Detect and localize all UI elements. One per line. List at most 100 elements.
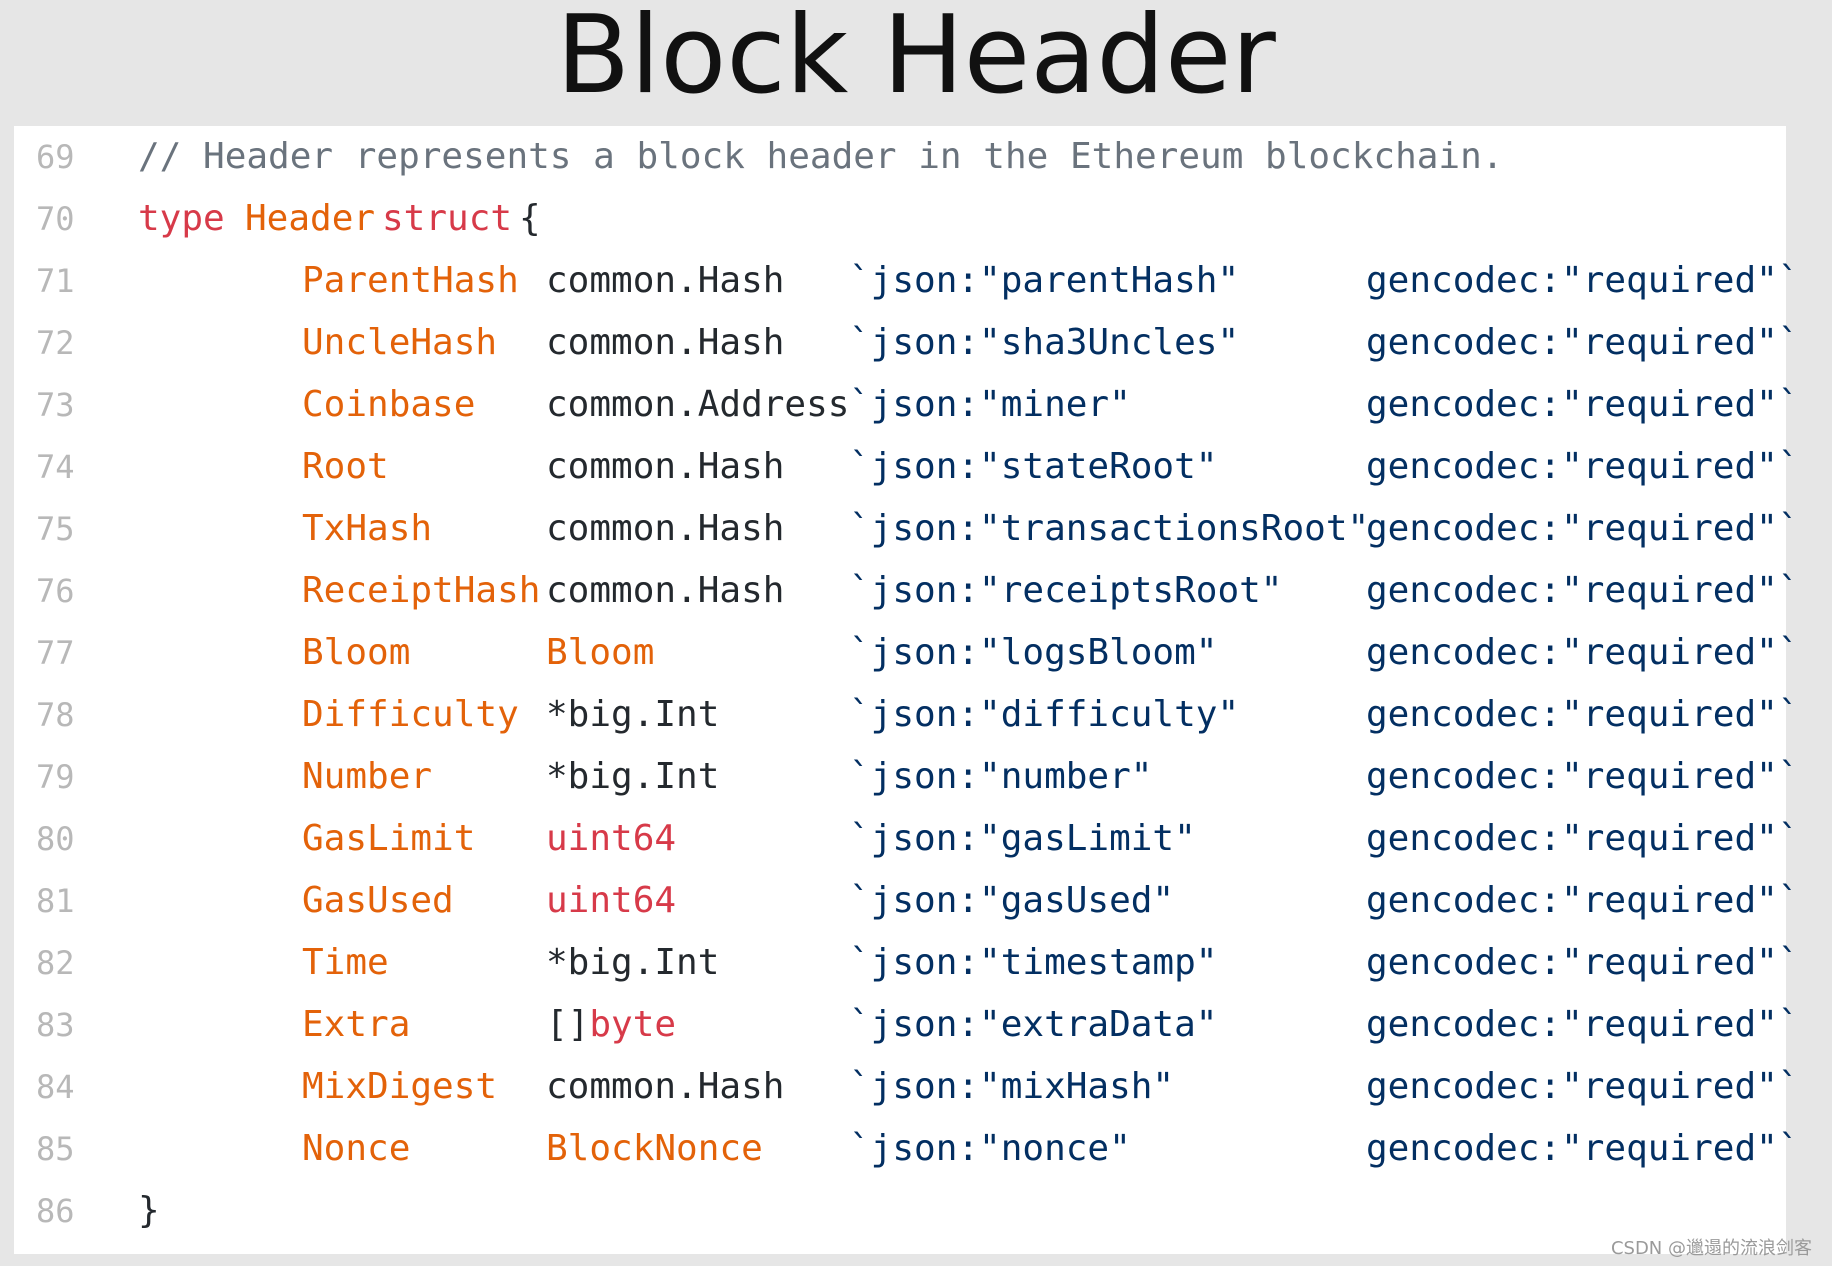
line-number: 73: [36, 386, 75, 424]
json-tag: `json:"sha3Uncles": [849, 322, 1240, 363]
line-number: 75: [36, 510, 75, 548]
field-name: TxHash: [302, 508, 433, 549]
json-tag: `json:"gasUsed": [849, 880, 1175, 921]
code-panel: 69 // Header represents a block header i…: [14, 126, 1799, 1254]
line-number: 77: [36, 634, 75, 672]
code-line-comment: 69 // Header represents a block header i…: [14, 126, 1786, 188]
field-name: MixDigest: [302, 1066, 498, 1107]
line-number: 81: [36, 882, 75, 920]
field-type: []byte: [546, 994, 676, 1056]
gencodec-tag: gencodec:"required"`: [1366, 880, 1800, 921]
type-name: common.Hash: [546, 508, 785, 549]
code-line-type: 70 type Header struct {: [14, 188, 1786, 250]
gencodec-tag: gencodec:"required"`: [1366, 1128, 1800, 1169]
json-tag: `json:"mixHash": [849, 1066, 1175, 1107]
line-number: 76: [36, 572, 75, 610]
gencodec-tag: gencodec:"required"`: [1366, 446, 1800, 487]
field-type: common.Address: [546, 374, 849, 436]
type-name: common.Hash: [546, 260, 785, 301]
line-number: 86: [36, 1192, 75, 1230]
type-name: common.Hash: [546, 322, 785, 363]
field-type: *big.Int: [546, 746, 719, 808]
field-type: *big.Int: [546, 932, 719, 994]
json-tag: `json:"number": [849, 756, 1153, 797]
json-tag: `json:"miner": [849, 384, 1131, 425]
field-type: uint64: [546, 870, 676, 932]
watermark: CSDN @邋遢的流浪剑客: [1610, 1238, 1812, 1259]
json-tag: `json:"gasLimit": [849, 818, 1196, 859]
field-name: Nonce: [302, 1128, 411, 1169]
json-tag: `json:"logsBloom": [849, 632, 1218, 673]
field-type: uint64: [546, 808, 676, 870]
field-type: BlockNonce: [546, 1118, 763, 1180]
field-name: Coinbase: [302, 384, 476, 425]
field-type: common.Hash: [546, 250, 784, 312]
code-line-close: 86 }: [14, 1180, 1786, 1242]
slide-title: Block Header: [556, 0, 1276, 118]
keyword-type: type: [138, 198, 225, 239]
type-name: common.Hash: [546, 446, 785, 487]
field-line: 74 Root common.Hash `json:"stateRoot" gencod…: [14, 436, 1799, 498]
field-name: Root: [302, 446, 389, 487]
type-prefix: []: [546, 1004, 590, 1045]
field-type: common.Hash: [546, 498, 784, 560]
field-name: GasUsed: [302, 880, 454, 921]
gencodec-tag: gencodec:"required"`: [1366, 756, 1800, 797]
field-type: common.Hash: [546, 1056, 784, 1118]
type-name: *big.Int: [546, 694, 720, 735]
open-brace: {: [519, 198, 541, 239]
type-name: BlockNonce: [546, 1128, 763, 1169]
code-comment: // Header represents a block header in t…: [138, 136, 1504, 177]
line-number: 80: [36, 820, 75, 858]
type-name: common.Hash: [546, 570, 785, 611]
gencodec-tag: gencodec:"required"`: [1366, 570, 1800, 611]
line-number: 79: [36, 758, 75, 796]
field-name: Time: [302, 942, 389, 983]
line-number: 72: [36, 324, 75, 362]
field-type: common.Hash: [546, 436, 784, 498]
gencodec-tag: gencodec:"required"`: [1366, 818, 1800, 859]
line-number: 83: [36, 1006, 75, 1044]
gencodec-tag: gencodec:"required"`: [1366, 1004, 1800, 1045]
type-name: uint64: [546, 880, 677, 921]
type-name: common.Hash: [546, 1066, 785, 1107]
type-name: common.Address: [546, 384, 850, 425]
type-name: Bloom: [546, 632, 655, 673]
json-tag: `json:"nonce": [849, 1128, 1131, 1169]
field-name: Bloom: [302, 632, 411, 673]
close-brace: }: [138, 1190, 160, 1231]
line-number: 85: [36, 1130, 75, 1168]
gencodec-tag: gencodec:"required"`: [1366, 632, 1800, 673]
field-line: 85 Nonce BlockNonce `json:"nonce" gencodec:"…: [14, 1118, 1799, 1180]
line-number: 84: [36, 1068, 75, 1106]
type-name: *big.Int: [546, 942, 720, 983]
field-name: Difficulty: [302, 694, 519, 735]
json-tag: `json:"stateRoot": [849, 446, 1218, 487]
field-type: common.Hash: [546, 312, 784, 374]
field-name: ReceiptHash: [302, 570, 541, 611]
json-tag: `json:"difficulty": [849, 694, 1240, 735]
json-tag: `json:"timestamp": [849, 942, 1218, 983]
field-name: ParentHash: [302, 260, 519, 301]
field-type: common.Hash: [546, 560, 784, 622]
json-tag: `json:"transactionsRoot": [849, 508, 1370, 549]
type-name: byte: [589, 1004, 677, 1045]
field-type: *big.Int: [546, 684, 719, 746]
line-number: 74: [36, 448, 75, 486]
json-tag: `json:"receiptsRoot": [849, 570, 1283, 611]
line-number: 78: [36, 696, 75, 734]
line-number: 70: [36, 200, 75, 238]
gencodec-tag: gencodec:"required"`: [1366, 942, 1800, 983]
json-tag: `json:"parentHash": [849, 260, 1240, 301]
json-tag: `json:"extraData": [849, 1004, 1218, 1045]
